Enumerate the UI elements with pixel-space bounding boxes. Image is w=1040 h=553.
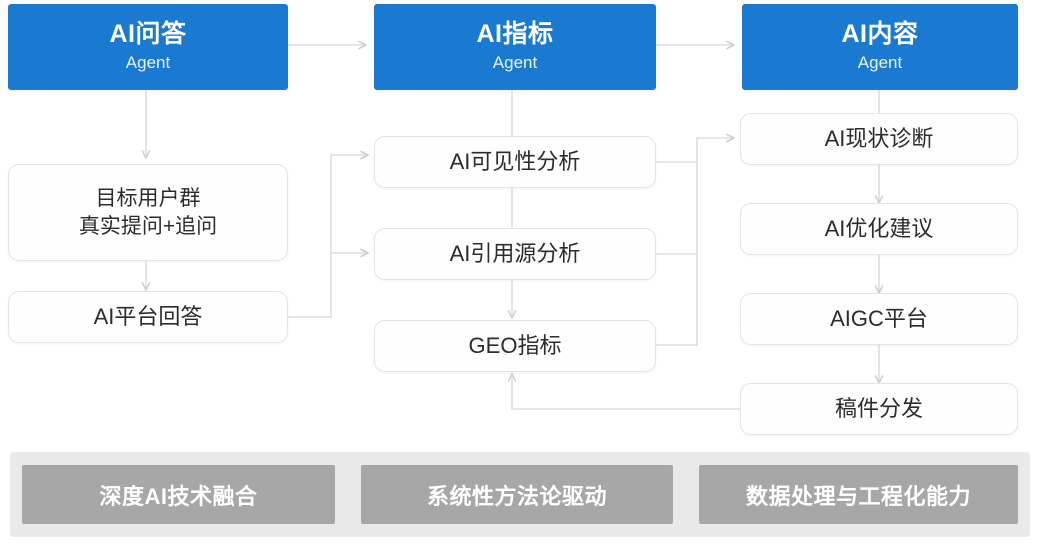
- agent-subtitle: Agent: [125, 52, 171, 72]
- agent-title: AI内容: [841, 20, 919, 49]
- step-label-line1: 稿件分发: [834, 396, 923, 422]
- step-box-geo-metrics[interactable]: GEO指标: [374, 320, 656, 372]
- step-box-target-users[interactable]: 目标用户群 真实提问+追问: [8, 164, 288, 261]
- agent-title: AI指标: [476, 20, 554, 49]
- footer-pill-systematic-method[interactable]: 系统性方法论驱动: [361, 465, 673, 524]
- footer-pill-label: 深度AI技术融合: [99, 483, 258, 509]
- step-box-visibility-analysis[interactable]: AI可见性分析: [374, 136, 656, 188]
- step-box-optimization-tips[interactable]: AI优化建议: [740, 203, 1018, 255]
- step-box-citation-analysis[interactable]: AI引用源分析: [374, 228, 656, 280]
- agent-box-ai-metrics[interactable]: AI指标 Agent: [374, 4, 656, 90]
- step-label-line2: 真实提问+追问: [78, 214, 218, 238]
- agent-box-ai-content[interactable]: AI内容 Agent: [742, 4, 1018, 90]
- footer-pill-data-engineering[interactable]: 数据处理与工程化能力: [699, 465, 1018, 524]
- step-label-line1: GEO指标: [468, 333, 562, 359]
- step-label-line1: AI优化建议: [824, 216, 934, 242]
- agent-subtitle: Agent: [857, 52, 903, 72]
- step-box-draft-publish[interactable]: 稿件分发: [740, 383, 1018, 435]
- step-label-line1: AI可见性分析: [449, 149, 581, 175]
- step-label-line1: AIGC平台: [830, 306, 928, 332]
- step-label-line1: AI现状诊断: [824, 126, 934, 152]
- step-box-ai-answer[interactable]: AI平台回答: [8, 291, 288, 343]
- footer-pill-label: 数据处理与工程化能力: [745, 483, 971, 509]
- wire-publish-feedback-to-geo: [507, 373, 741, 410]
- agent-title: AI问答: [109, 20, 187, 49]
- footer-pill-deep-ai-fusion[interactable]: 深度AI技术融合: [22, 465, 335, 524]
- step-label-line1: AI平台回答: [93, 304, 203, 330]
- step-box-aigc-platform[interactable]: AIGC平台: [740, 293, 1018, 345]
- step-label-line1: 目标用户群: [95, 186, 201, 210]
- footer-capability-bar: 深度AI技术融合 系统性方法论驱动 数据处理与工程化能力: [10, 452, 1030, 537]
- agent-box-ai-qa[interactable]: AI问答 Agent: [8, 4, 288, 90]
- wire-ai-answer-to-trunk: [287, 154, 332, 318]
- footer-pill-label: 系统性方法论驱动: [426, 483, 607, 509]
- agent-subtitle: Agent: [492, 52, 538, 72]
- step-label-line1: AI引用源分析: [449, 241, 581, 267]
- step-box-status-diagnosis[interactable]: AI现状诊断: [740, 113, 1018, 165]
